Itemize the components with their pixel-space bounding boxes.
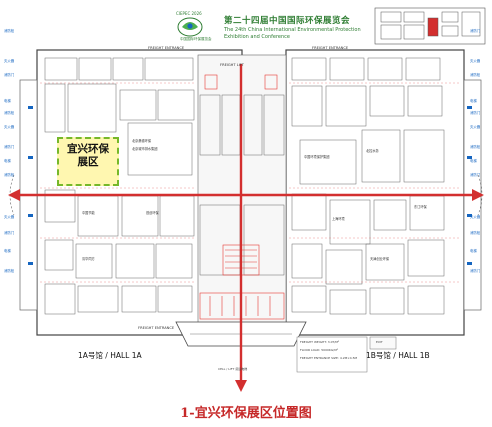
- left-side-label: 灭火器: [4, 59, 15, 63]
- hall-1b-label: 1B号馆 / HALL 1B: [366, 351, 430, 360]
- booth-label: 清华同方: [82, 257, 95, 261]
- right-side-label: 消防门: [470, 111, 481, 115]
- hall-1b-booths: [243, 57, 445, 315]
- right-side-label: 电梯: [470, 99, 477, 103]
- logo-caption-bottom: 中国国际环保展览会: [180, 37, 212, 41]
- left-side-label: 消防门: [4, 231, 15, 235]
- yixing-zone-label: 宜兴环保 展区: [57, 143, 119, 169]
- right-side-label: 灭火器: [470, 59, 481, 63]
- hall-1a-booths: [44, 57, 241, 315]
- booth-label: 北控水务: [366, 149, 379, 153]
- left-side-label: 电梯: [4, 159, 11, 163]
- freight-entrance-right: FREIGHT ENTRANCE: [312, 46, 349, 50]
- left-side-label: 消防栓: [4, 269, 15, 273]
- exhibition-title-en-2: Exhibition and Conference: [224, 34, 290, 40]
- booth-label: 中国环境保护集团: [304, 155, 330, 159]
- right-side-label: 消防门: [470, 29, 481, 33]
- freight-entrance-left: FREIGHT ENTRANCE: [148, 46, 185, 50]
- right-side-label: 消防栓: [470, 73, 481, 77]
- right-side-label: 消防门: [470, 173, 481, 177]
- booth-label: 首创环保: [146, 211, 159, 215]
- right-side-label: 消防门: [470, 269, 481, 273]
- exit-label: EXIT: [376, 340, 383, 344]
- logo-caption-top: CIEPEC 2026: [176, 11, 202, 16]
- booth-label: 北京城市排水集团: [132, 147, 158, 151]
- right-side-label: 灭火器: [470, 215, 481, 219]
- left-side-label: 消防栓: [4, 111, 15, 115]
- booth-label: 北京桑德环保: [132, 139, 152, 143]
- right-side-label: 灭火器: [470, 125, 481, 129]
- left-side-label: 消防栓: [4, 173, 15, 177]
- hall-1a-label: 1A号馆 / HALL 1A: [78, 351, 142, 360]
- freight-info-2: FLOOR LOAD: 5000KG/M²: [300, 348, 338, 352]
- yixing-zone-label-line-1: 宜兴环保: [67, 143, 109, 155]
- freight-entrance-bottom: FREIGHT ENTRANCE: [138, 326, 175, 330]
- booth-label: 东江环保: [414, 205, 427, 209]
- left-side-label: 消防栓: [4, 29, 15, 33]
- left-side-label: 电梯: [4, 99, 11, 103]
- route-arrows: [8, 64, 484, 392]
- exhibition-title-cn: 第二十四届中国国际环保展览会: [224, 16, 351, 26]
- right-side-label: 消防栓: [470, 145, 481, 149]
- left-side-label: 消防门: [4, 145, 15, 149]
- left-side-label: 灭火器: [4, 215, 15, 219]
- mini-site-map: [374, 7, 486, 45]
- right-side-label: 消防栓: [470, 231, 481, 235]
- left-side-label: 电梯: [4, 249, 11, 253]
- booth-label: 天津创业环保: [370, 257, 390, 261]
- booth-label: 中国节能: [82, 211, 95, 215]
- yixing-zone-highlight[interactable]: [57, 137, 119, 186]
- booth-label: 上海环境: [332, 217, 345, 221]
- freight-info-3: FREIGHT ENTRANCE SIZE: 4.2M×4.5M: [300, 356, 358, 360]
- exhibition-title-en-1: The 24th China International Environment…: [224, 27, 361, 33]
- right-side-label: 电梯: [470, 249, 477, 253]
- freight-lift-label: FREIGHT LIFT: [220, 63, 244, 67]
- right-side-label: 电梯: [470, 159, 477, 163]
- yixing-zone-label-line-2: 展区: [77, 156, 99, 169]
- exhibition-logo: [177, 17, 203, 37]
- left-side-label: 灭火器: [4, 125, 15, 129]
- map-caption: 1-宜兴环保展区位置图: [180, 406, 312, 421]
- legend-lift: CELL / LIFT 货运电梯: [218, 367, 248, 371]
- left-side-label: 消防门: [4, 73, 15, 77]
- freight-info-1: FREIGHT WEIGHT: 3.0T/M²: [300, 340, 340, 344]
